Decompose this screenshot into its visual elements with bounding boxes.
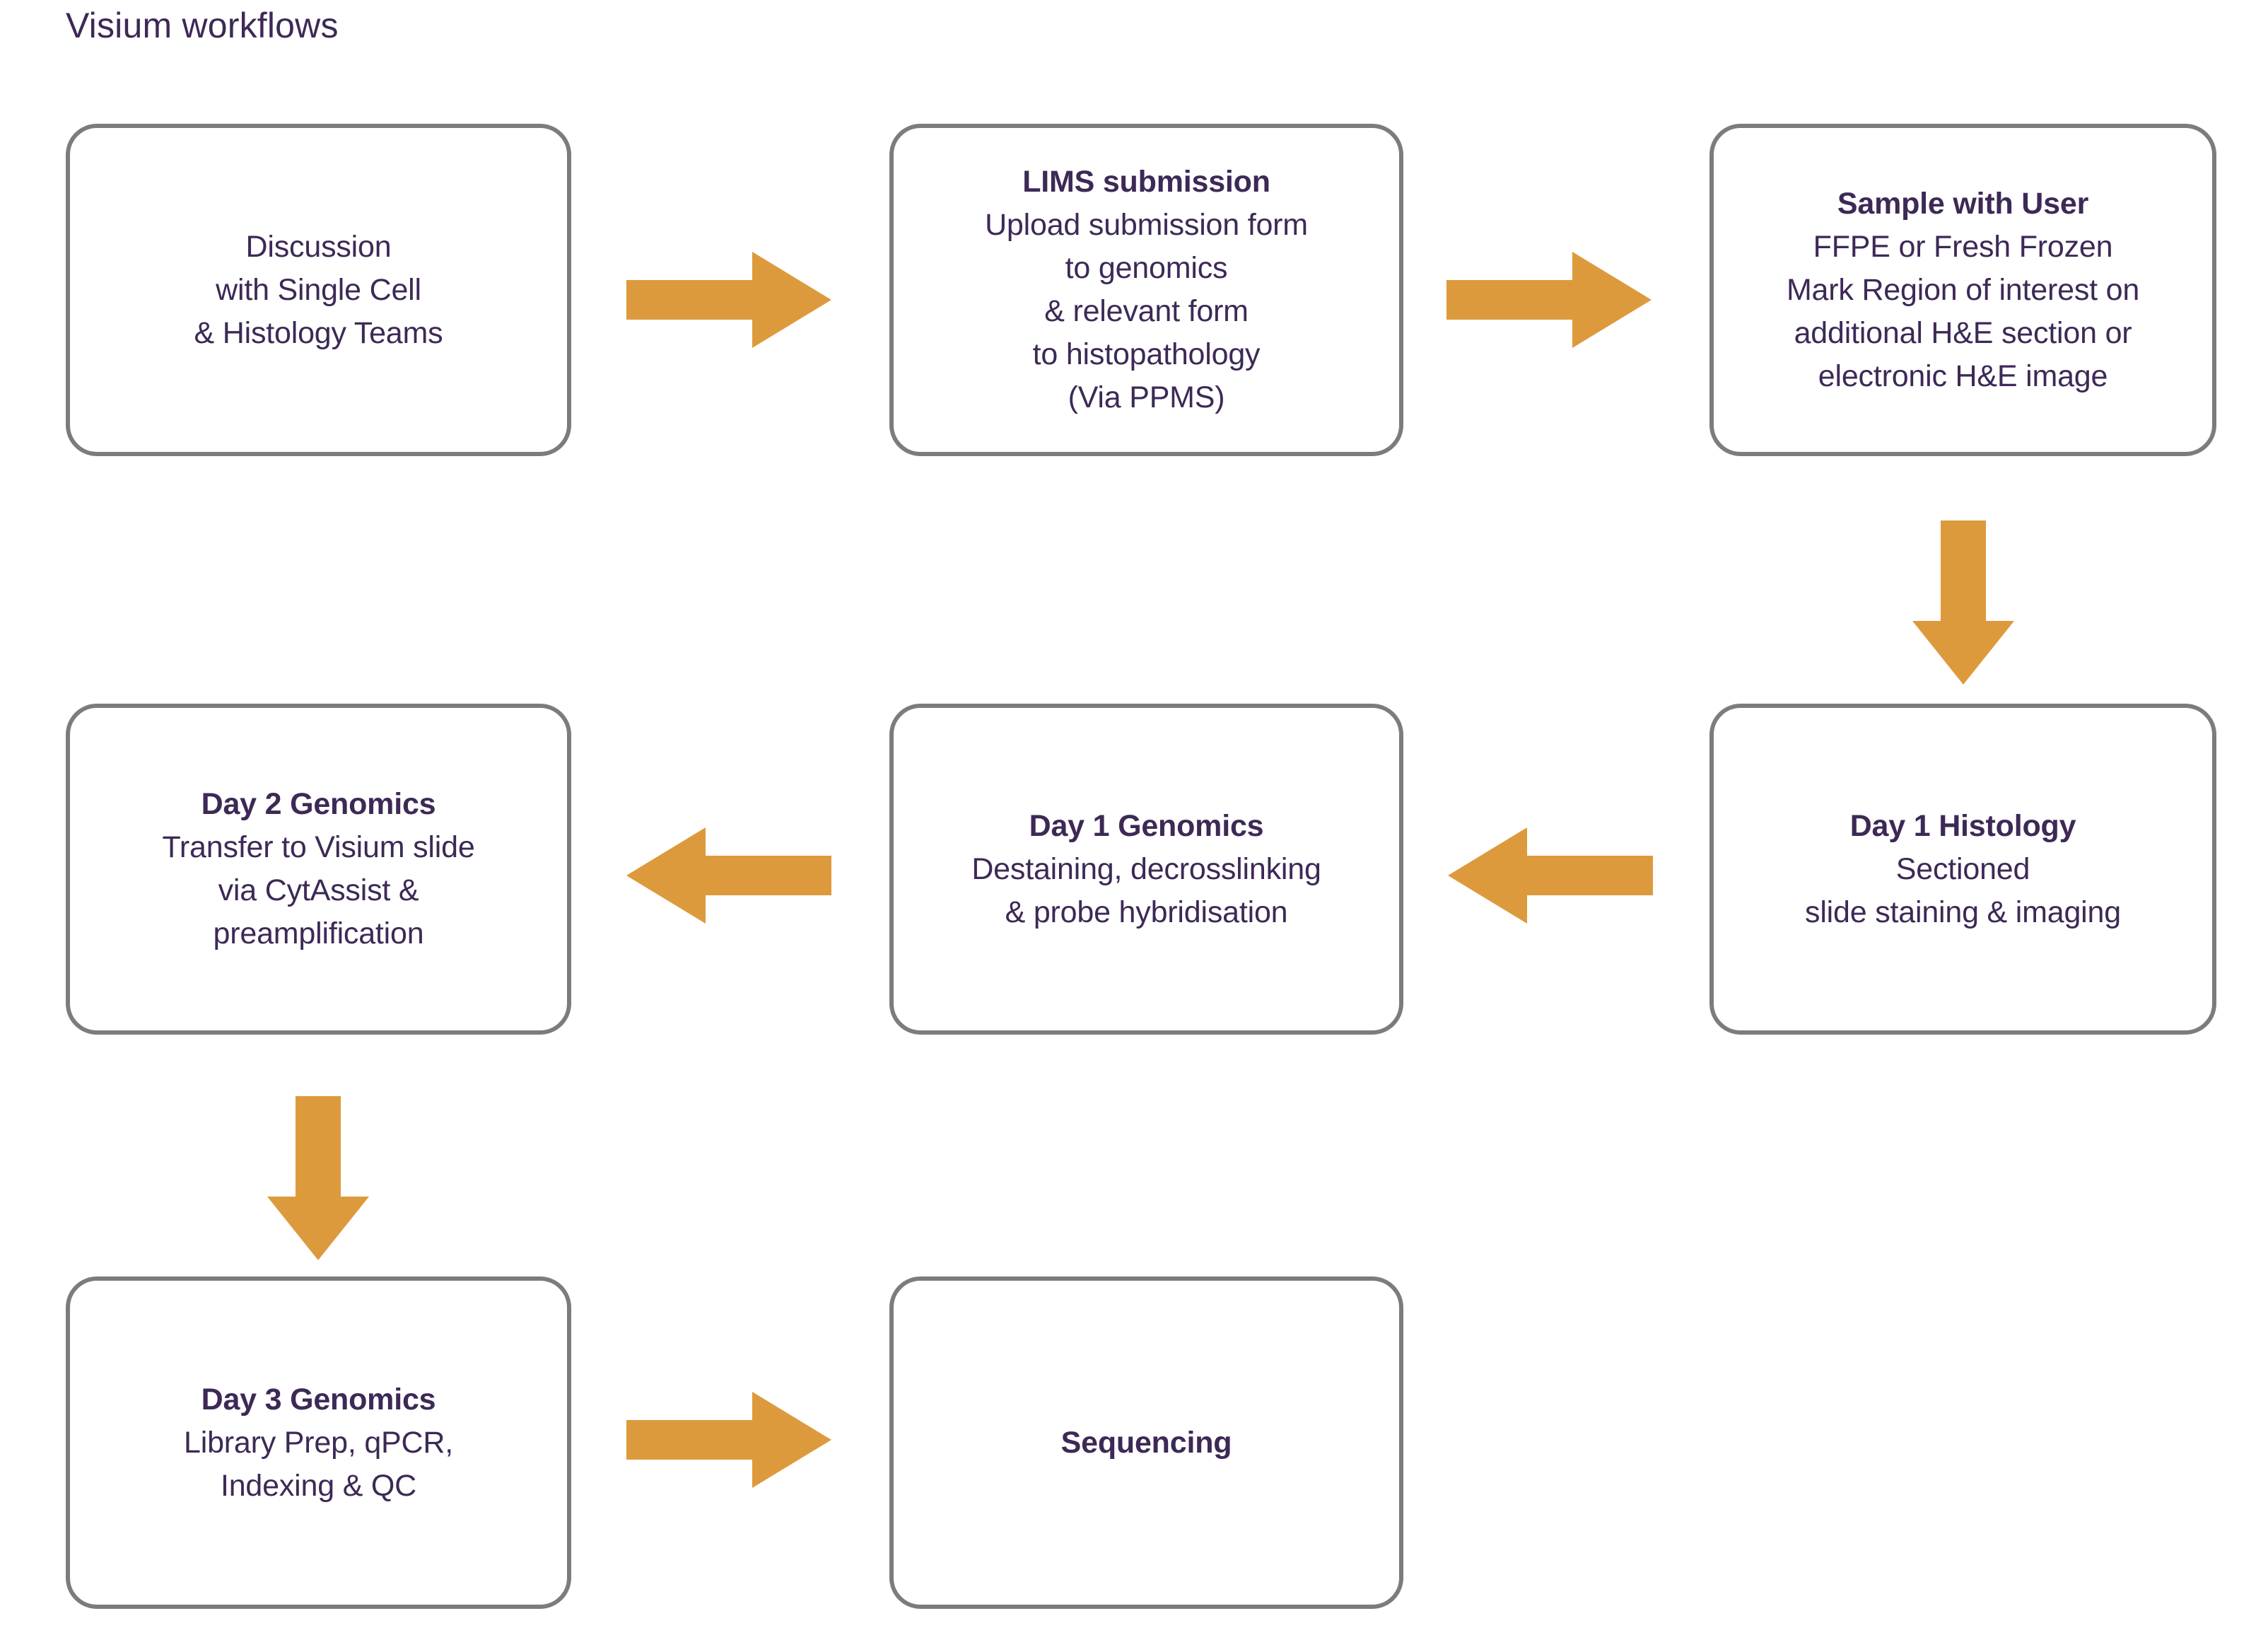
node-discussion[interactable]: Discussion with Single Cell & Histology …	[66, 124, 571, 456]
arrow-down-icon-sample-to-histology	[1912, 520, 2014, 685]
node-day1-histology-line-2: slide staining & imaging	[1805, 895, 2121, 929]
node-sequencing[interactable]: Sequencing	[889, 1276, 1403, 1609]
arrow-right-icon-day3-to-sequencing	[626, 1392, 831, 1488]
node-day3-genomics-heading: Day 3 Genomics	[201, 1382, 436, 1417]
node-day2-genomics[interactable]: Day 2 Genomics Transfer to Visium slide …	[66, 704, 571, 1035]
arrow-right-icon-lims-to-sample	[1446, 252, 1652, 348]
node-day1-genomics[interactable]: Day 1 Genomics Destaining, decrosslinkin…	[889, 704, 1403, 1035]
arrow-down-icon-day2-to-day3-genomics	[267, 1096, 369, 1260]
node-day2-genomics-heading: Day 2 Genomics	[201, 787, 436, 821]
node-day3-genomics-line-2: Indexing & QC	[220, 1468, 417, 1503]
node-day1-genomics-line-1: Destaining, decrosslinking	[971, 851, 1321, 886]
node-day1-genomics-line-2: & probe hybridisation	[1005, 895, 1288, 929]
node-sample-with-user-line-1: FFPE or Fresh Frozen	[1813, 229, 2113, 264]
node-day2-genomics-line-2: via CytAssist &	[218, 873, 419, 907]
node-lims-submission-line-2: to genomics	[1065, 251, 1228, 285]
node-sample-with-user-line-2: Mark Region of interest on	[1786, 272, 2140, 307]
page-title: Visium workflows	[66, 6, 339, 45]
node-sample-with-user[interactable]: Sample with User FFPE or Fresh Frozen Ma…	[1709, 124, 2216, 456]
node-sample-with-user-heading: Sample with User	[1837, 186, 2089, 221]
node-lims-submission-line-4: to histopathology	[1032, 337, 1261, 371]
arrow-right-icon-discussion-to-lims	[626, 252, 831, 348]
node-lims-submission-heading: LIMS submission	[1022, 165, 1270, 199]
node-day3-genomics-line-1: Library Prep, qPCR,	[184, 1425, 453, 1460]
node-lims-submission-line-1: Upload submission form	[985, 208, 1308, 242]
arrow-left-icon-histology-to-day1-genomics	[1448, 827, 1653, 924]
node-sample-with-user-line-4: electronic H&E image	[1818, 359, 2108, 393]
node-lims-submission[interactable]: LIMS submission Upload submission form t…	[889, 124, 1403, 456]
node-lims-submission-line-5: (Via PPMS)	[1068, 380, 1225, 414]
node-day1-histology-line-1: Sectioned	[1895, 851, 2030, 886]
node-discussion-line-1: Discussion	[245, 229, 392, 264]
node-sample-with-user-line-3: additional H&E section or	[1794, 315, 2132, 350]
node-day1-histology-heading: Day 1 Histology	[1849, 808, 2076, 843]
node-day1-histology[interactable]: Day 1 Histology Sectioned slide staining…	[1709, 704, 2216, 1035]
node-day3-genomics[interactable]: Day 3 Genomics Library Prep, qPCR, Index…	[66, 1276, 571, 1609]
arrow-left-icon-day1-to-day2-genomics	[626, 827, 831, 924]
node-discussion-line-3: & Histology Teams	[194, 315, 443, 350]
node-discussion-line-2: with Single Cell	[216, 272, 421, 307]
node-day2-genomics-line-3: preamplification	[213, 917, 424, 950]
node-day1-genomics-heading: Day 1 Genomics	[1029, 808, 1264, 843]
node-sequencing-heading: Sequencing	[1060, 1425, 1232, 1460]
node-lims-submission-line-3: & relevant form	[1044, 294, 1249, 328]
node-day2-genomics-line-1: Transfer to Visium slide	[162, 830, 475, 864]
